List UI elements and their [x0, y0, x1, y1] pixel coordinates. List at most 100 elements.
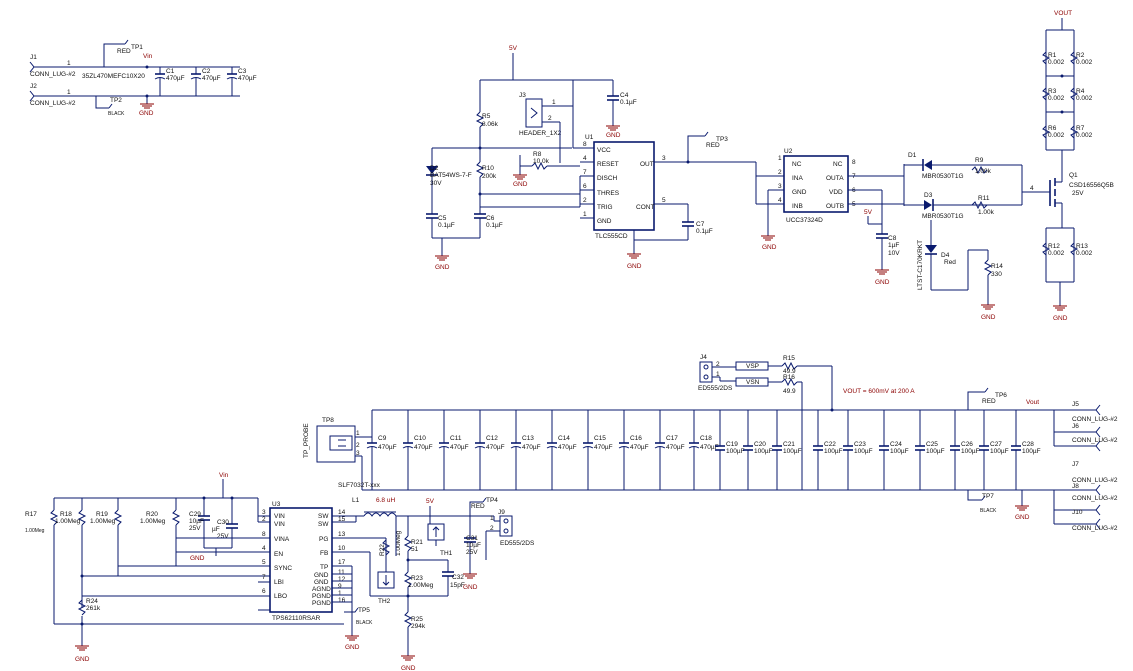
svg-text:1: 1 [583, 211, 587, 218]
r20-value: 1.00Meg [140, 518, 166, 525]
u1-pin-gnd: GND [597, 218, 612, 225]
r15-ref: R15 [783, 355, 795, 362]
j8-ref: J8 [1072, 483, 1079, 490]
q1-voltage: 25V [1072, 190, 1084, 197]
r18-ref: R18 [60, 511, 72, 518]
r19-value: 1.00Meg [90, 518, 116, 525]
c30-value: µF [212, 526, 220, 533]
cap-part-number: 35ZL470MEFC10X20 [82, 73, 145, 80]
j10-ref: J10 [1072, 509, 1083, 516]
tp8-part: TP_PROBE [303, 423, 310, 458]
svg-text:6: 6 [262, 588, 266, 595]
j9-ref: J9 [498, 509, 505, 516]
svg-text:1: 1 [778, 155, 782, 162]
svg-text:3: 3 [262, 509, 266, 516]
u1-ref: U1 [585, 134, 594, 141]
d4-color: Red [944, 259, 956, 266]
r6-ref: R6 [1048, 125, 1057, 132]
r4-ref: R4 [1076, 88, 1085, 95]
u2-pin-gnd: GND [792, 189, 807, 196]
c28-ref: C28 [1022, 441, 1034, 448]
r12-ref: R12 [1048, 243, 1060, 250]
output-section: J4 ED555/2DS 21 VSP VSN R15 49.9 R16 49.… [303, 354, 1118, 532]
c8-ref: C8 [888, 235, 897, 242]
d2-value: 30V [430, 180, 442, 187]
c8-voltage: 10V [888, 250, 900, 257]
c1-ref: C1 [166, 68, 175, 75]
r10-value: 200k [482, 173, 497, 180]
u1-pin-thres: THRES [597, 190, 620, 197]
r2-ref: R2 [1076, 52, 1085, 59]
tp4-part: RED [471, 503, 485, 510]
j4-part: ED555/2DS [698, 385, 733, 392]
svg-text:8: 8 [262, 531, 266, 538]
gnd-label-u1: GND [627, 263, 642, 270]
d2-part: BAT54WS-7-F [430, 172, 472, 179]
r13-value: 0.002 [1076, 250, 1093, 257]
d4-ref: D4 [941, 252, 950, 259]
j2-ref: J2 [30, 83, 37, 90]
r1-value: 0.002 [1048, 59, 1065, 66]
r14-ref: R14 [991, 263, 1003, 270]
tp1-ref: TP1 [131, 44, 143, 51]
svg-text:3: 3 [778, 183, 782, 190]
c5-value: 0.1µF [438, 222, 455, 229]
svg-text:1: 1 [338, 590, 342, 597]
gnd-label-c5: GND [435, 264, 450, 271]
svg-text:9: 9 [338, 583, 342, 590]
r17-value: 1.00Meg [25, 528, 45, 534]
d3-part: MBR0530T1G [922, 213, 964, 220]
c14-value: 470µF [558, 444, 577, 451]
j3-part: HEADER_1X2 [519, 130, 562, 137]
svg-text:16: 16 [338, 597, 346, 604]
u3-pin-vin1: VIN [274, 513, 285, 520]
u3-pin-gnd2: GND [314, 579, 329, 586]
r11-ref: R11 [978, 195, 990, 202]
svg-text:1: 1 [67, 89, 71, 96]
svg-text:5: 5 [262, 559, 266, 566]
svg-text:15: 15 [338, 516, 346, 523]
c21-value: 100µF [783, 448, 802, 455]
c25-ref: C25 [926, 441, 938, 448]
th1-ref: TH1 [440, 550, 453, 557]
c31-voltage: 25V [466, 549, 478, 556]
svg-text:17: 17 [338, 559, 346, 566]
u3-pin-vina: VINA [274, 536, 290, 543]
gnd-label-r24: GND [75, 656, 90, 663]
u3-pin-agnd: AGND [312, 586, 331, 593]
j7-ref: J7 [1072, 461, 1079, 468]
c23-value: 100µF [854, 448, 873, 455]
r5-value: 8.06k [482, 121, 499, 128]
c2: C2 470µF [190, 67, 221, 96]
r22-value: 1.00Meg [395, 530, 402, 556]
shunt-section: VOUT R10.002 R20.002 R30.002 R40.002 R60… [1040, 10, 1114, 322]
5v-net-buck: 5V [426, 498, 435, 505]
c31-ref: C31 [466, 535, 478, 542]
u3-chip [269, 507, 333, 613]
c18-value: 470µF [700, 444, 719, 451]
c13-value: 470µF [522, 444, 541, 451]
l1-part: SLF7032T-xxx [338, 482, 381, 489]
svg-text:4: 4 [1030, 185, 1034, 192]
u3-ref: U3 [272, 501, 281, 508]
c27-ref: C27 [990, 441, 1002, 448]
u2-pin-ina: INA [792, 175, 804, 182]
tp7-ref: TP7 [982, 493, 994, 500]
c3-value: 470µF [238, 75, 257, 82]
r12-value: 0.002 [1048, 250, 1065, 257]
r3-ref: R3 [1048, 88, 1057, 95]
r6-value: 0.002 [1048, 132, 1065, 139]
svg-text:10: 10 [338, 545, 346, 552]
r19-ref: R19 [96, 511, 108, 518]
c16-value: 470µF [630, 444, 649, 451]
gnd-label-c4: GND [606, 132, 621, 139]
c31-value: 10µF [466, 542, 481, 549]
